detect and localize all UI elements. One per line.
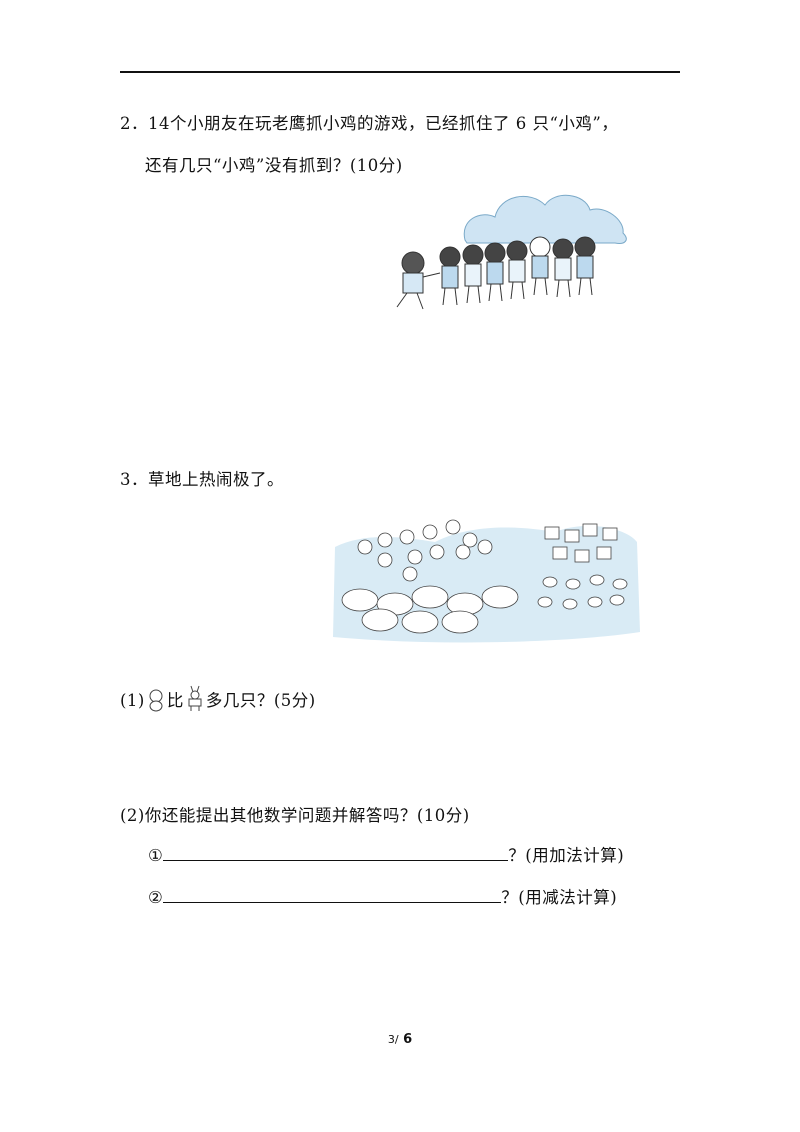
blank2-marker: ② <box>148 888 164 907</box>
blank1-suffix: ？(用加法计算) <box>508 846 625 865</box>
monkey-group <box>357 519 493 582</box>
q2-text-line1: 14个小朋友在玩老鹰抓小鸡的游戏，已经抓住了 6 只“小鸡”， <box>148 114 619 133</box>
q3-title: 草地上热闹极了。 <box>148 470 284 489</box>
sub1-prefix: (1) <box>120 691 145 710</box>
sub1-suffix: 多几只？(5分) <box>205 691 316 710</box>
cloud-shape <box>463 194 627 244</box>
blank2-input[interactable] <box>163 886 502 903</box>
page-number: 3/ 6 <box>0 1032 800 1047</box>
children-game-illustration <box>396 194 627 310</box>
blank1-input[interactable] <box>163 844 509 861</box>
blank1-marker: ① <box>148 846 164 865</box>
page-total: 6 <box>403 1032 413 1047</box>
meadow-animals-illustration <box>333 519 640 643</box>
q2-line1: 2．14个小朋友在玩老鹰抓小鸡的游戏，已经抓住了 6 只“小鸡”， <box>120 110 618 134</box>
chaser-body <box>402 272 424 294</box>
answer-line-2: ② ？(用减法计算) <box>148 884 617 908</box>
children-row <box>439 236 596 306</box>
chaser-head <box>401 251 425 275</box>
q3-sub1: (1) 比 多几只？(5分) <box>120 684 316 712</box>
monkey-icon <box>149 689 163 712</box>
header-rule <box>120 71 680 73</box>
deer-icon <box>188 685 202 711</box>
q2-number: 2． <box>120 114 148 133</box>
blank2-suffix: ？(用减法计算) <box>501 888 618 907</box>
q2-line2: 还有几只“小鸡”没有抓到？(10分) <box>145 156 403 175</box>
answer-line-1: ① ？(用加法计算) <box>148 842 624 866</box>
deer-group <box>544 523 618 563</box>
q3-sub2: (2)你还能提出其他数学问题并解答吗？(10分) <box>120 806 470 825</box>
page-current: 3/ <box>387 1033 399 1046</box>
camel-group <box>341 585 519 634</box>
rabbit-group <box>537 574 628 610</box>
q3-number: 3． <box>120 470 148 489</box>
q3-title-line: 3．草地上热闹极了。 <box>120 466 284 490</box>
sub1-compare: 比 <box>166 691 184 710</box>
